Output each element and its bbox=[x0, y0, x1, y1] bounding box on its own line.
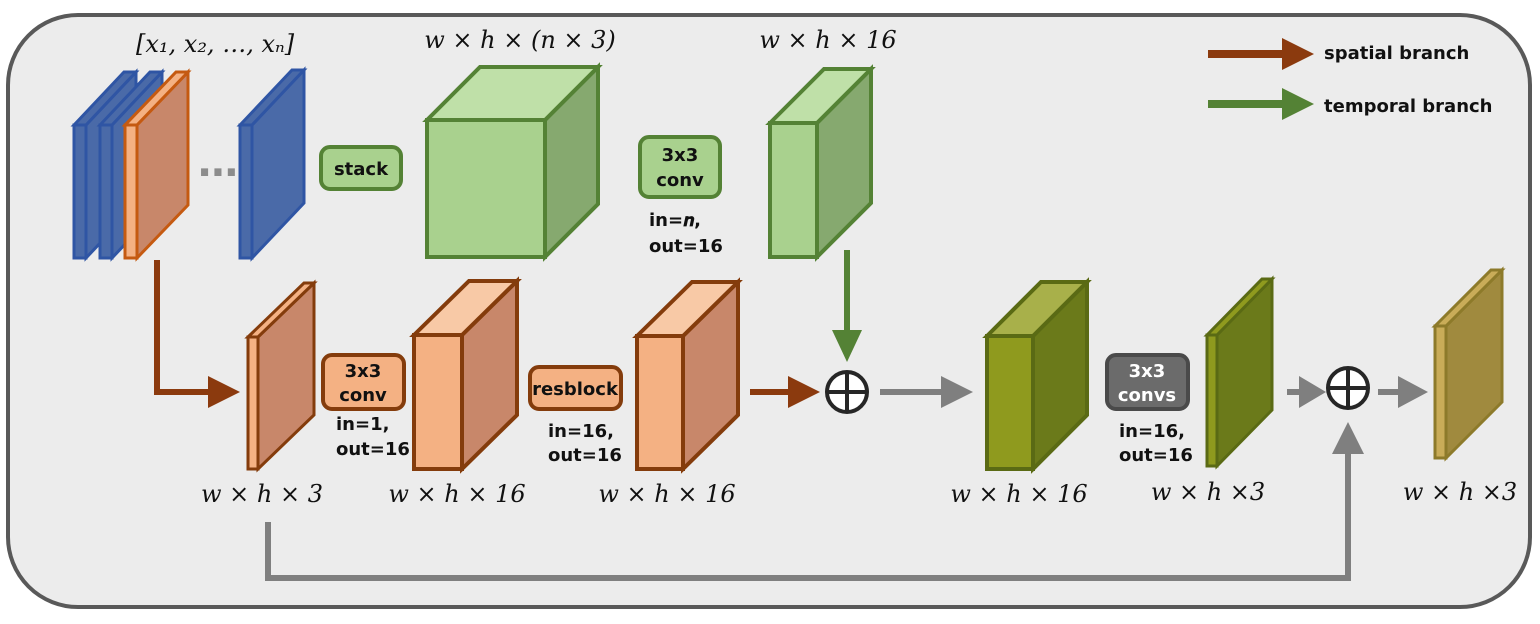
temporal-output-dim: w × h × 16 bbox=[759, 26, 896, 54]
inputs-label: [x₁, x₂, …, xₙ] bbox=[136, 30, 295, 58]
spatial-conv-label-2: conv bbox=[339, 385, 387, 406]
convs-output-dim: w × h ×3 bbox=[1151, 478, 1265, 506]
legend-temporal-arrow-head bbox=[1282, 88, 1314, 120]
temporal-conv-box bbox=[638, 135, 722, 199]
resblock-param-out: out=16 bbox=[548, 445, 622, 466]
fused-cube bbox=[982, 277, 1092, 474]
spatial-frame-dim: w × h × 3 bbox=[201, 480, 323, 508]
spatial-frame bbox=[244, 279, 318, 473]
input-frame-blue-1-top bbox=[70, 70, 140, 127]
stack-output-dim: w × h × (n × 3) bbox=[424, 26, 616, 54]
temporal-down-arrow-head bbox=[832, 330, 862, 362]
convs-param-out: out=16 bbox=[1119, 445, 1193, 466]
spatial-conv-box bbox=[321, 353, 406, 411]
spatial-elbow-arrow-line bbox=[154, 260, 212, 395]
add-2-to-final-arrow-head bbox=[1398, 376, 1428, 408]
spatial-conv-output-dim: w × h × 16 bbox=[388, 480, 525, 508]
spatial-conv-output-cube bbox=[409, 276, 522, 474]
add-node-2 bbox=[1326, 366, 1370, 410]
input-frame-orange-top bbox=[121, 70, 192, 127]
input-frame-blue-1-front bbox=[72, 123, 88, 260]
convs-label-2: convs bbox=[1118, 385, 1176, 406]
input-ellipsis: ⋯ bbox=[198, 150, 238, 196]
temporal-output-cube bbox=[765, 64, 876, 262]
input-frames: ⋯ bbox=[70, 66, 308, 262]
convs-box bbox=[1105, 353, 1190, 411]
stack-label: stack bbox=[334, 159, 389, 180]
final-output-frame bbox=[1431, 266, 1506, 462]
fused-dim: w × h × 16 bbox=[950, 480, 1087, 508]
spatial-conv-param-out: out=16 bbox=[336, 439, 410, 460]
resblock-box bbox=[528, 365, 623, 411]
input-frame-blue-last-front bbox=[238, 123, 254, 260]
resblock-output-cube bbox=[632, 277, 743, 474]
skip-connection-line bbox=[265, 450, 1351, 581]
add-node-1 bbox=[825, 370, 869, 414]
input-frame-blue-2-front bbox=[98, 123, 114, 260]
skip-connection-arrow-head bbox=[1332, 422, 1364, 454]
legend-spatial-label: spatial branch bbox=[1324, 43, 1469, 64]
resblock-param-in: in=16, bbox=[548, 421, 614, 442]
temporal-conv-param-out: out=16 bbox=[649, 236, 723, 257]
legend: spatial branch temporal branch bbox=[1208, 38, 1493, 120]
input-frame-blue-2-top bbox=[96, 70, 166, 127]
legend-spatial-arrow-head bbox=[1282, 38, 1314, 70]
convs-output-frame bbox=[1203, 275, 1276, 470]
resblock-label: resblock bbox=[532, 379, 619, 400]
legend-temporal-label: temporal branch bbox=[1324, 96, 1493, 117]
convs-label-1: 3x3 bbox=[1129, 361, 1166, 382]
input-frame-blue-last-top bbox=[236, 68, 308, 127]
spatial-conv-label-1: 3x3 bbox=[345, 361, 382, 382]
final-output-dim: w × h ×3 bbox=[1403, 478, 1517, 506]
resblock-output-dim: w × h × 16 bbox=[598, 480, 735, 508]
convs-param-in: in=16, bbox=[1119, 421, 1185, 442]
input-frame-orange-front bbox=[123, 123, 139, 260]
temporal-conv-label-2: conv bbox=[656, 170, 704, 191]
spatial-elbow-arrow-head bbox=[208, 376, 240, 408]
temporal-conv-label-1: 3x3 bbox=[662, 145, 699, 166]
add-to-fused-arrow-head bbox=[941, 376, 973, 408]
temporal-conv-param-in: in=𝒏, bbox=[649, 210, 701, 231]
to-add-2-arrow-head bbox=[1299, 376, 1326, 408]
spatial-to-add-arrow-head bbox=[788, 376, 820, 408]
stack-output-cube bbox=[422, 62, 603, 262]
spatial-conv-param-in: in=1, bbox=[336, 414, 389, 435]
stack-box bbox=[319, 145, 403, 191]
